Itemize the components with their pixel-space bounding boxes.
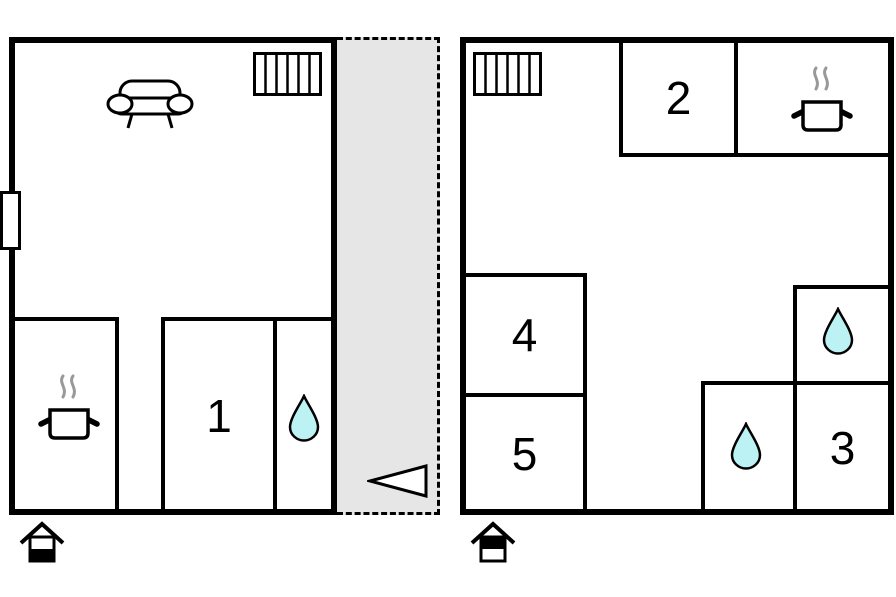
house-entrance-icon — [470, 521, 516, 565]
cooking-pot-icon — [791, 64, 853, 138]
wall — [161, 317, 331, 321]
stairs-arrow-icon — [367, 463, 429, 499]
stairwell-corridor — [337, 37, 440, 515]
cooking-pot-icon — [38, 372, 100, 446]
wall — [273, 317, 277, 511]
wall — [583, 273, 587, 511]
wall — [115, 317, 119, 511]
wall — [15, 317, 119, 321]
room-label-5: 5 — [511, 428, 538, 480]
room-label-1: 1 — [206, 390, 232, 442]
room-label-4: 4 — [511, 309, 538, 361]
wall — [793, 285, 797, 511]
sofa-icon — [106, 78, 194, 134]
wall — [466, 393, 587, 397]
window-icon — [0, 191, 21, 250]
wall — [161, 317, 165, 511]
room-label-3: 3 — [829, 422, 856, 474]
water-drop-icon — [730, 422, 762, 470]
wall — [793, 285, 888, 289]
radiator-icon — [253, 52, 322, 96]
radiator-icon — [473, 52, 542, 96]
wall — [619, 43, 623, 157]
wall — [701, 381, 888, 385]
wall — [701, 381, 705, 511]
room-label-2: 2 — [665, 72, 692, 124]
water-drop-icon — [288, 394, 320, 442]
wall — [619, 153, 888, 157]
house-entrance-icon — [19, 521, 65, 565]
water-drop-icon — [822, 307, 854, 355]
wall — [466, 273, 587, 277]
wall — [734, 43, 738, 157]
